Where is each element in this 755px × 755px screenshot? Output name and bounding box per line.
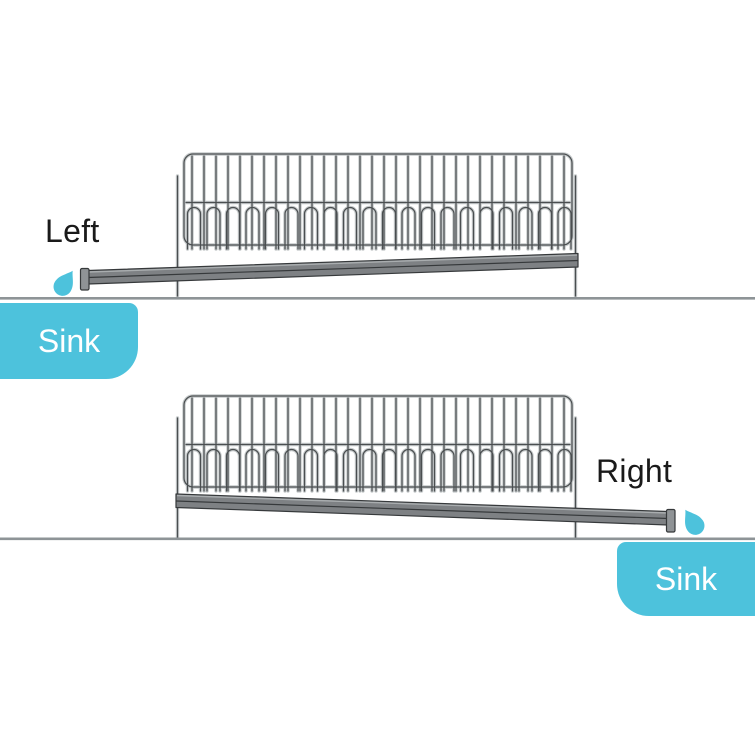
direction-label-left: Left bbox=[45, 213, 100, 249]
drain-tray-tilt-right bbox=[175, 493, 676, 533]
diagram-drain-left bbox=[0, 152, 755, 300]
water-drop-icon-left bbox=[50, 265, 81, 300]
direction-label-right: Right bbox=[596, 453, 673, 489]
sink-label-left: Sink bbox=[37, 323, 101, 359]
diagram-drain-right bbox=[0, 394, 755, 541]
sink-label-right: Sink bbox=[654, 561, 718, 597]
water-drop-icon-right bbox=[677, 504, 708, 539]
sink-box-right: Sink bbox=[617, 542, 755, 616]
sink-box-left: Sink bbox=[0, 303, 138, 379]
drain-tray-tilt-left bbox=[79, 252, 579, 291]
